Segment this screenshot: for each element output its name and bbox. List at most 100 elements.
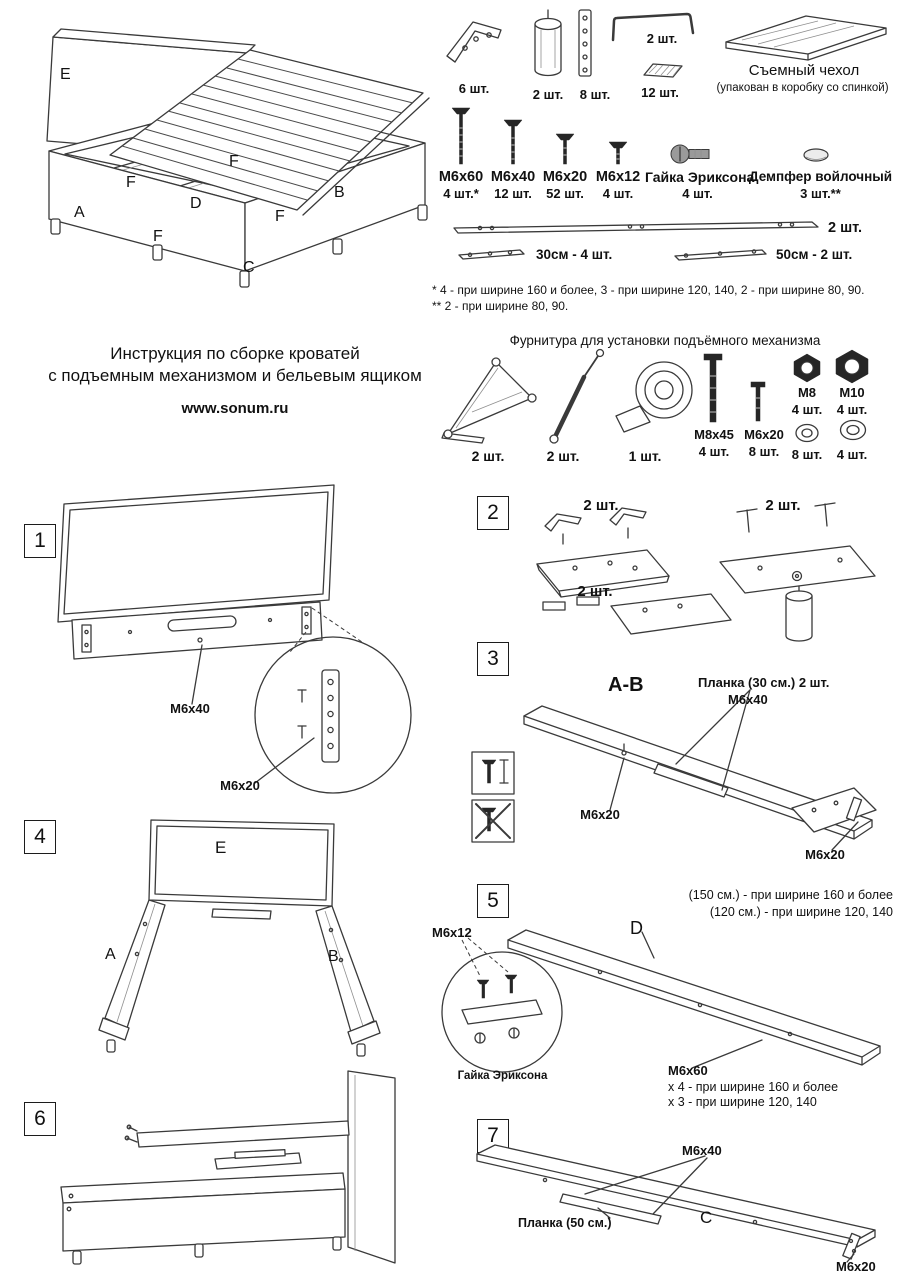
step5-m6x12-label: М6х12 bbox=[432, 925, 472, 940]
leg-qty: 2 шт. bbox=[532, 87, 564, 102]
step3-plank-label: Планка (30 см.) 2 шт. bbox=[698, 675, 830, 690]
damper-label: Демпфер войлочный bbox=[748, 169, 893, 184]
washer-8-icon bbox=[795, 423, 819, 443]
wedge-qty: 12 шт. bbox=[641, 85, 679, 100]
overview-label-f2: F bbox=[229, 153, 239, 170]
step3-m6x20-end-label: М6х20 bbox=[805, 847, 845, 862]
step7-plank-label: Планка (50 см.) bbox=[518, 1216, 612, 1230]
overview-label-f1: F bbox=[126, 174, 136, 191]
step5-d-label: D bbox=[630, 918, 643, 938]
rail50-label: 50см - 2 шт. bbox=[776, 247, 853, 262]
step5-m6x60-note1: х 4 - при ширине 160 и более bbox=[668, 1080, 839, 1094]
overview-label-b: B bbox=[334, 184, 345, 201]
step5-m6x60-label: М6х60 bbox=[668, 1063, 708, 1078]
lift-mech-qty: 2 шт. bbox=[471, 448, 505, 464]
erikson-nut-icon bbox=[670, 144, 710, 164]
washer8-qty: 8 шт. bbox=[791, 447, 823, 462]
step5-note1: (150 см.) - при ширине 160 и более bbox=[688, 888, 893, 902]
step4-number: 4 bbox=[24, 820, 56, 854]
footnote-2: ** 2 - при ширине 80, 90. bbox=[432, 299, 569, 313]
washer-4-icon bbox=[839, 419, 867, 441]
step1-m6x20-label: М6х20 bbox=[220, 778, 260, 793]
step5-erikson-label: Гайка Эриксона bbox=[457, 1070, 548, 1082]
bolt-m6x60-icon bbox=[451, 107, 471, 165]
doc-title-line1: Инструкция по сборке кроватей bbox=[110, 344, 360, 363]
step5-number: 5 bbox=[477, 884, 509, 918]
mounting-plate-icon bbox=[578, 9, 592, 77]
step1-m6x40-label: М6х40 bbox=[170, 701, 210, 716]
website-url: www.sonum.ru bbox=[181, 400, 289, 417]
step1-drawing bbox=[57, 484, 412, 794]
overview-label-a: A bbox=[74, 204, 85, 221]
strap-qty: 1 шт. bbox=[628, 448, 662, 464]
damper-qty: 3 шт.** bbox=[800, 186, 841, 201]
overview-label-f4: F bbox=[153, 228, 163, 245]
plate-qty: 8 шт. bbox=[579, 87, 611, 102]
step4-b-label: В bbox=[328, 948, 339, 965]
bracket-qty: 6 шт. bbox=[458, 81, 490, 96]
bolt4-label: М6х12 bbox=[595, 169, 641, 185]
strut-qty: 2 шт. bbox=[546, 448, 580, 464]
rail30-label: 30см - 4 шт. bbox=[536, 247, 613, 262]
nut-m8-qty: 4 шт. bbox=[791, 402, 823, 417]
washer4-qty: 4 шт. bbox=[836, 447, 868, 462]
step6-number: 6 bbox=[24, 1102, 56, 1136]
step7-m6x40-label: М6х40 bbox=[682, 1143, 722, 1158]
handle-qty: 2 шт. bbox=[646, 31, 678, 46]
bolt2-qty: 12 шт. bbox=[494, 186, 532, 201]
lift-m8x45-qty: 4 шт. bbox=[698, 444, 730, 459]
step3-m6x40-label: М6х40 bbox=[728, 692, 768, 707]
lift-m6x20-qty: 8 шт. bbox=[748, 444, 780, 459]
step2-qty-mid: 2 шт. bbox=[577, 583, 613, 600]
bolt1-label: М6х60 bbox=[438, 169, 484, 185]
doc-title-line2: с подъемным механизмом и бельевым ящиком bbox=[48, 366, 422, 385]
step5-m6x60-note2: х 3 - при ширине 120, 140 bbox=[668, 1095, 817, 1109]
step5-note2: (120 см.) - при ширине 120, 140 bbox=[709, 905, 893, 919]
bolt3-label: М6х20 bbox=[542, 169, 588, 185]
cover-note: (упакован в коробку со спинкой) bbox=[716, 82, 889, 94]
step3-number: 3 bbox=[477, 642, 509, 676]
step6-drawing bbox=[60, 1070, 396, 1265]
overview-label-e: E bbox=[60, 66, 71, 83]
step4-drawing bbox=[98, 819, 381, 1057]
step5-drawing bbox=[441, 929, 881, 1073]
slat-hood-drawing bbox=[109, 49, 430, 216]
nut-m10-icon bbox=[835, 349, 869, 384]
bolt3-qty: 52 шт. bbox=[546, 186, 584, 201]
strap-icon bbox=[615, 361, 693, 433]
corner-bracket-icon bbox=[446, 21, 502, 63]
step1-number: 1 bbox=[24, 524, 56, 558]
bolt4-qty: 4 шт. bbox=[602, 186, 634, 201]
bolt-m6x20-icon bbox=[555, 133, 575, 165]
step4-e-label: Е bbox=[215, 838, 227, 857]
corrugated-wedge-icon bbox=[643, 63, 683, 78]
erikson-label: Гайка Эриксона bbox=[645, 169, 755, 185]
nut-m8-icon bbox=[793, 353, 821, 383]
bolt-m8x45-icon bbox=[703, 353, 723, 423]
step3-heading: А-В bbox=[608, 674, 644, 696]
step7-drawing bbox=[476, 1144, 876, 1263]
lift-m8x45-label: М8х45 bbox=[694, 427, 734, 442]
overview-label-f3: F bbox=[275, 208, 285, 225]
bolt2-label: М6х40 bbox=[490, 169, 536, 185]
step4-a-label: А bbox=[105, 946, 116, 963]
footnote-1: * 4 - при ширине 160 и более, 3 - при ши… bbox=[432, 283, 865, 297]
step3-drawing bbox=[471, 689, 877, 851]
bolt-m6x20-lift-icon bbox=[750, 381, 766, 422]
rail-30cm-icon bbox=[458, 249, 525, 260]
handle-icon bbox=[611, 12, 695, 42]
bolt1-qty: 4 шт.* bbox=[443, 186, 479, 201]
overview-label-c: C bbox=[243, 259, 255, 276]
step2-number: 2 bbox=[477, 496, 509, 530]
step2-qty-right: 2 шт. bbox=[765, 497, 801, 514]
step2-drawing bbox=[536, 502, 876, 642]
bolt-m6x40-icon bbox=[503, 119, 523, 165]
step3-m6x20-mid-label: М6х20 bbox=[580, 807, 620, 822]
bed-overview-drawing bbox=[46, 28, 430, 288]
erikson-qty: 4 шт. bbox=[682, 186, 713, 201]
cover-icon bbox=[725, 15, 887, 61]
overview-label-d: D bbox=[190, 195, 202, 212]
nut-m10-label: М10 bbox=[839, 385, 865, 400]
lift-hardware-title: Фурнитура для установки подъёмного механ… bbox=[509, 333, 821, 348]
